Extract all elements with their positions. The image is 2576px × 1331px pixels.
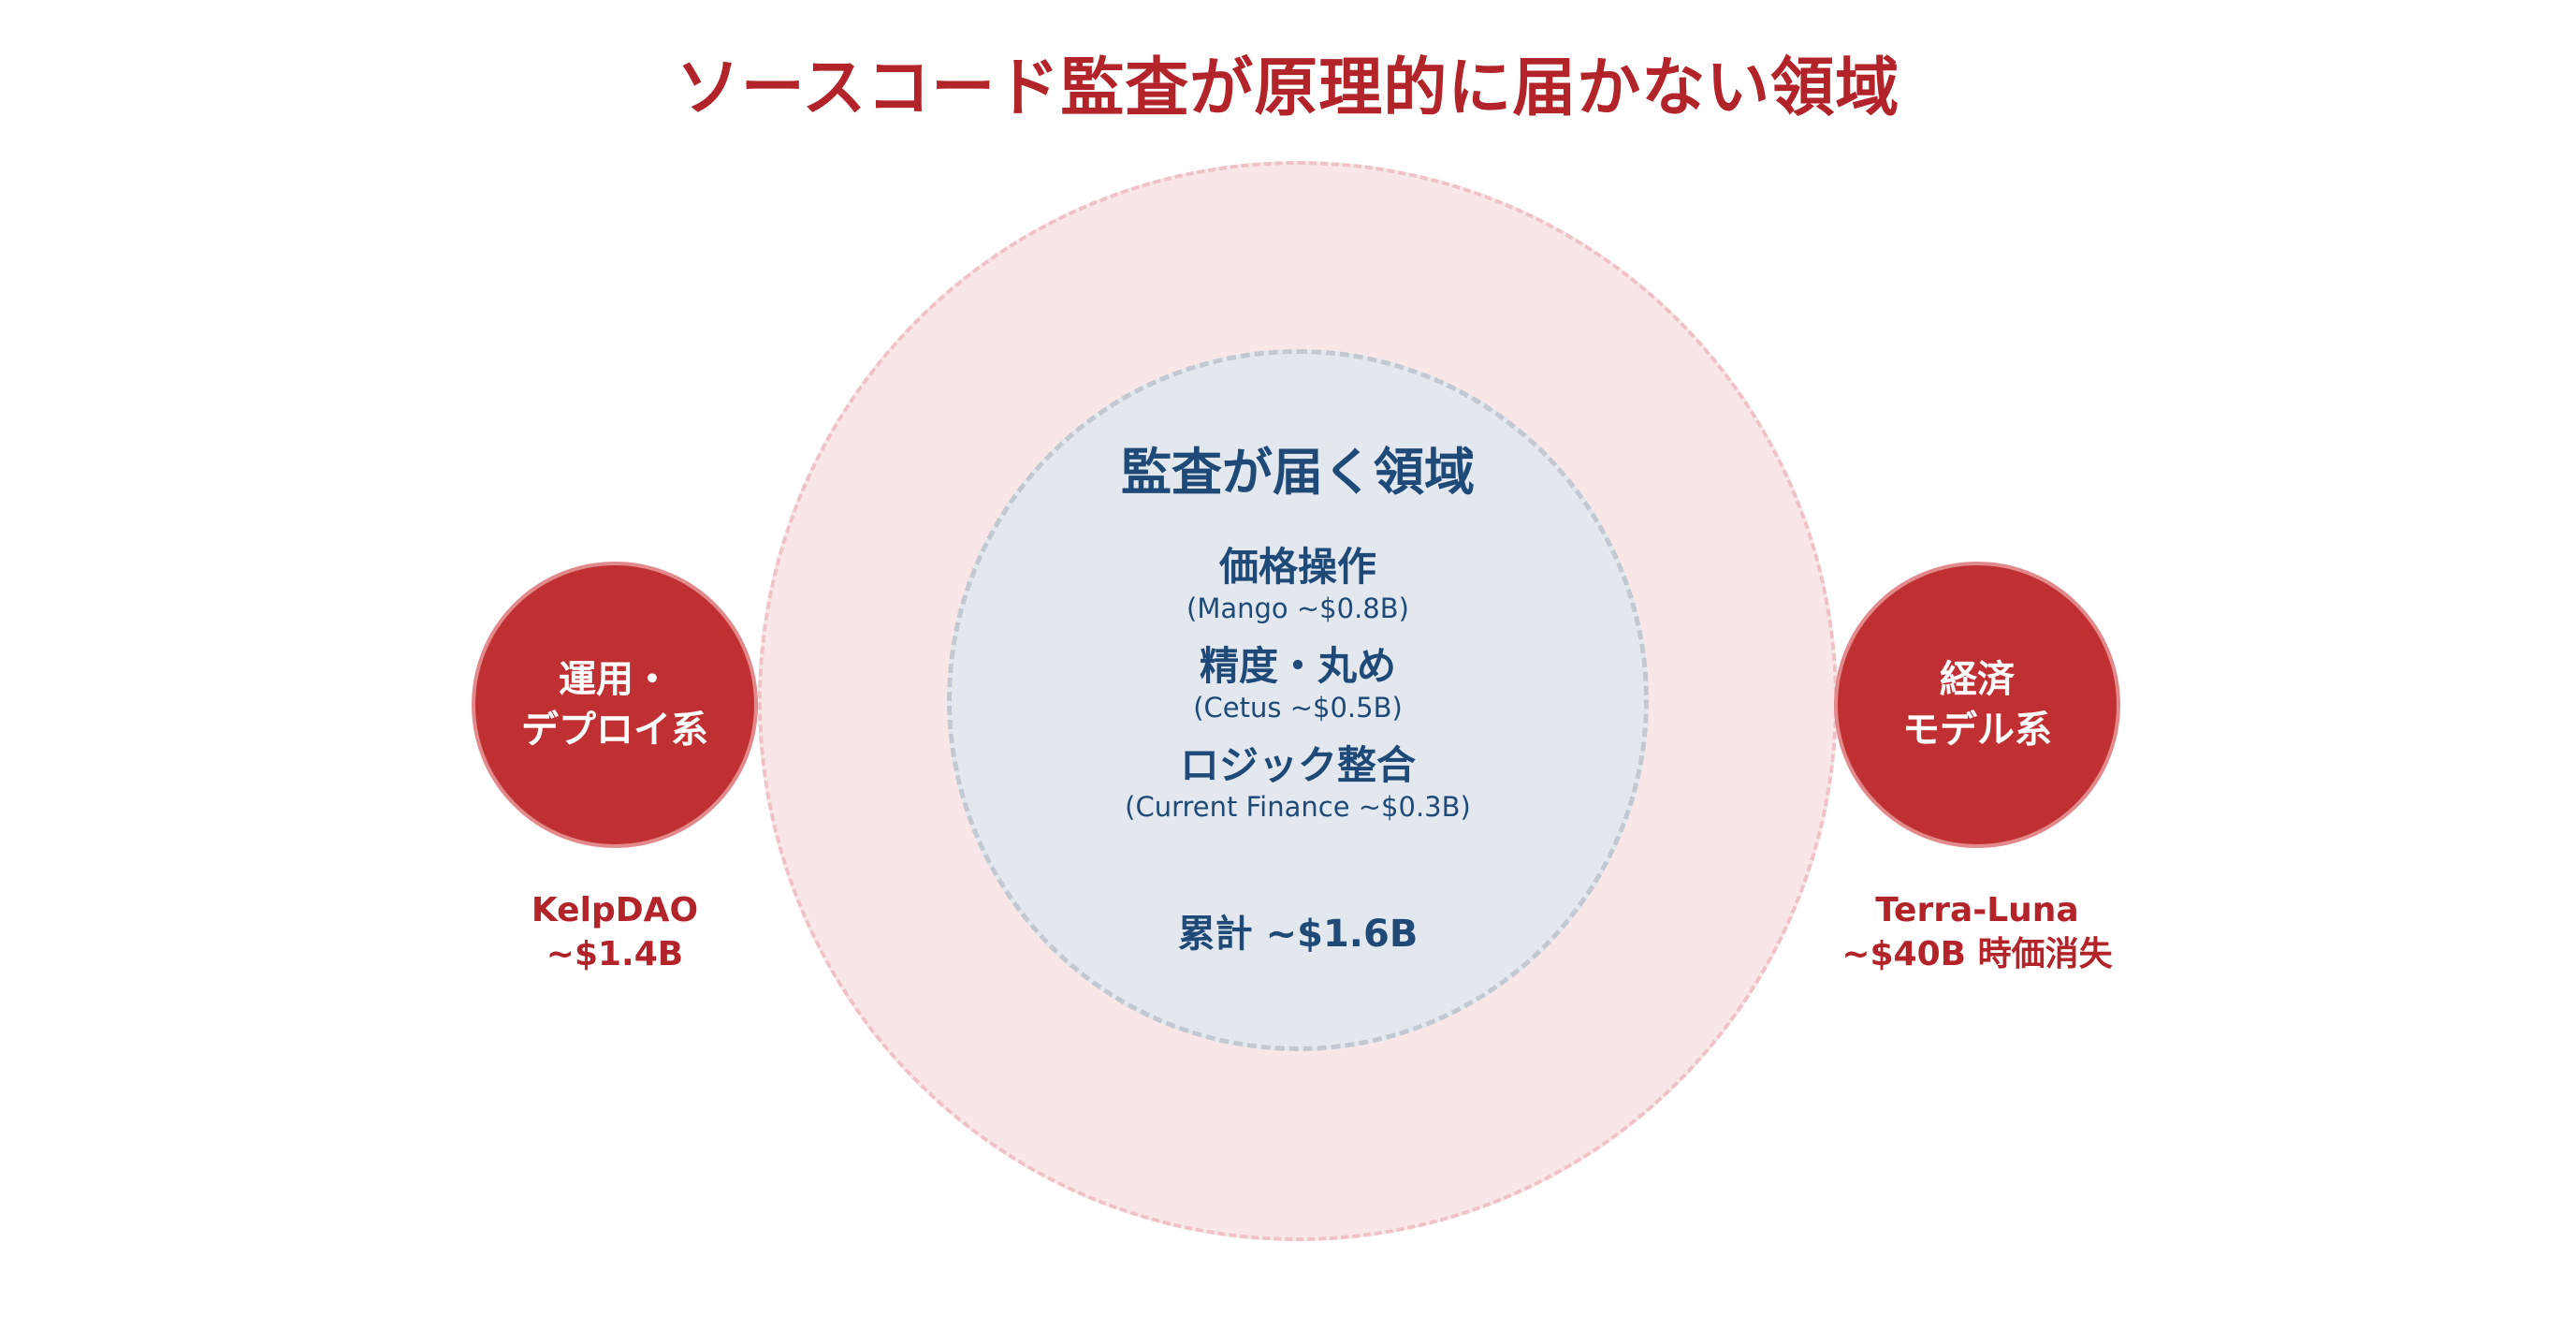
ops-deploy-line2: デプロイ系 xyxy=(521,709,708,752)
item-example: (Mango ~$0.8B) xyxy=(1186,592,1409,624)
item-label: ロジック整合 xyxy=(1179,742,1416,788)
inner-item-precision-rounding: 精度・丸め (Cetus ~$0.5B) xyxy=(947,635,1649,724)
item-label: 精度・丸め xyxy=(1199,643,1396,689)
inner-item-price-manipulation: 価格操作 (Mango ~$0.8B) xyxy=(947,535,1649,624)
ops-deploy-caption-amount: ~$1.4B xyxy=(546,934,684,973)
economic-model-caption-amount: ~$40B 時価消失 xyxy=(1841,934,2113,973)
ops-deploy-caption: KelpDAO ~$1.4B xyxy=(418,889,811,977)
economic-model-circle: 経済 モデル系 xyxy=(1834,562,2120,848)
inner-zone-heading: 監査が届く領域 xyxy=(1121,443,1475,502)
inner-total: 累計 ~$1.6B xyxy=(1177,913,1419,956)
item-example: (Current Finance ~$0.3B) xyxy=(1125,791,1471,823)
item-label: 価格操作 xyxy=(1218,544,1376,590)
ops-deploy-caption-name: KelpDAO xyxy=(531,891,699,929)
item-example: (Cetus ~$0.5B) xyxy=(1193,692,1403,724)
inner-item-logic-consistency: ロジック整合 (Current Finance ~$0.3B) xyxy=(947,734,1649,823)
economic-model-caption: Terra-Luna ~$40B 時価消失 xyxy=(1781,889,2174,977)
page-title: ソースコード監査が原理的に届かない領域 xyxy=(676,51,1900,125)
ops-deploy-circle: 運用・ デプロイ系 xyxy=(472,562,758,848)
inner-auditable-zone xyxy=(947,349,1649,1051)
ops-deploy-line1: 運用・ xyxy=(559,658,671,701)
economic-model-caption-name: Terra-Luna xyxy=(1875,891,2079,929)
economic-model-line1: 経済 xyxy=(1940,658,2015,701)
economic-model-line2: モデル系 xyxy=(1902,709,2052,752)
